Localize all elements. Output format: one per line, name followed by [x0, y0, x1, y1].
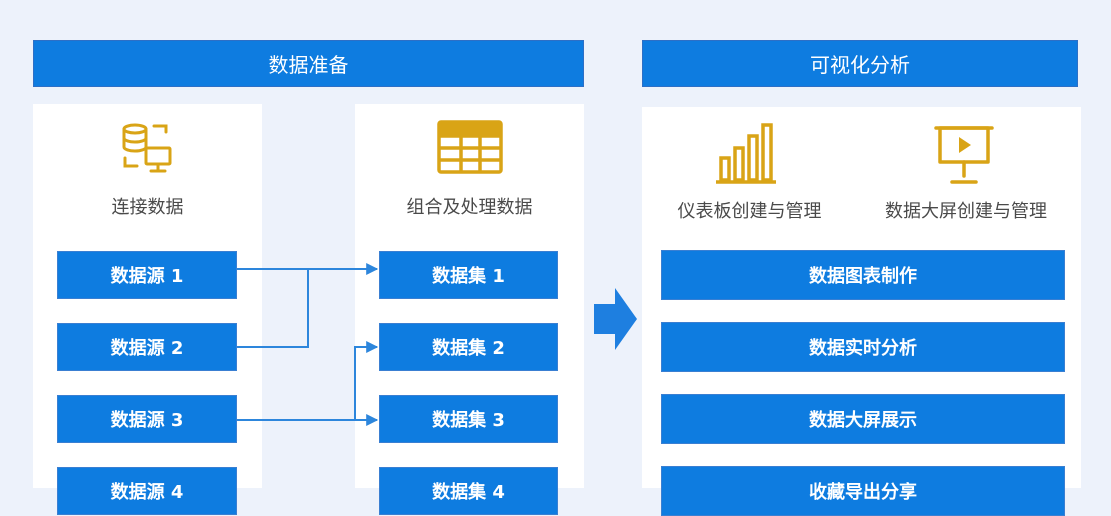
feature-chart-creation[interactable]: 数据图表制作: [661, 250, 1065, 300]
dataset-1[interactable]: 数据集 1: [379, 251, 558, 299]
bar-chart-icon: [716, 123, 776, 184]
visual-analysis-header: 可视化分析: [642, 40, 1078, 87]
dataset-2[interactable]: 数据集 2: [379, 323, 558, 371]
dataset-3[interactable]: 数据集 3: [379, 395, 558, 443]
feature-bigscreen-display[interactable]: 数据大屏展示: [661, 394, 1065, 444]
dashboard-label: 仪表板创建与管理: [677, 201, 822, 222]
flow-arrow-icon: [594, 288, 637, 350]
dataset-4[interactable]: 数据集 4: [379, 467, 558, 515]
data-source-1[interactable]: 数据源 1: [57, 251, 237, 299]
feature-realtime-analysis[interactable]: 数据实时分析: [661, 322, 1065, 372]
presentation-screen-icon: [934, 126, 994, 184]
data-prep-header: 数据准备: [33, 40, 584, 87]
connect-data-label: 连接数据: [111, 197, 184, 218]
data-source-4[interactable]: 数据源 4: [57, 467, 237, 515]
table-grid-icon: [437, 120, 503, 174]
data-source-2[interactable]: 数据源 2: [57, 323, 237, 371]
combine-data-label: 组合及处理数据: [406, 197, 533, 218]
database-connect-icon: [122, 123, 172, 173]
feature-bookmark-export-share[interactable]: 收藏导出分享: [661, 466, 1065, 516]
bigscreen-label: 数据大屏创建与管理: [885, 201, 1047, 222]
data-source-3[interactable]: 数据源 3: [57, 395, 237, 443]
